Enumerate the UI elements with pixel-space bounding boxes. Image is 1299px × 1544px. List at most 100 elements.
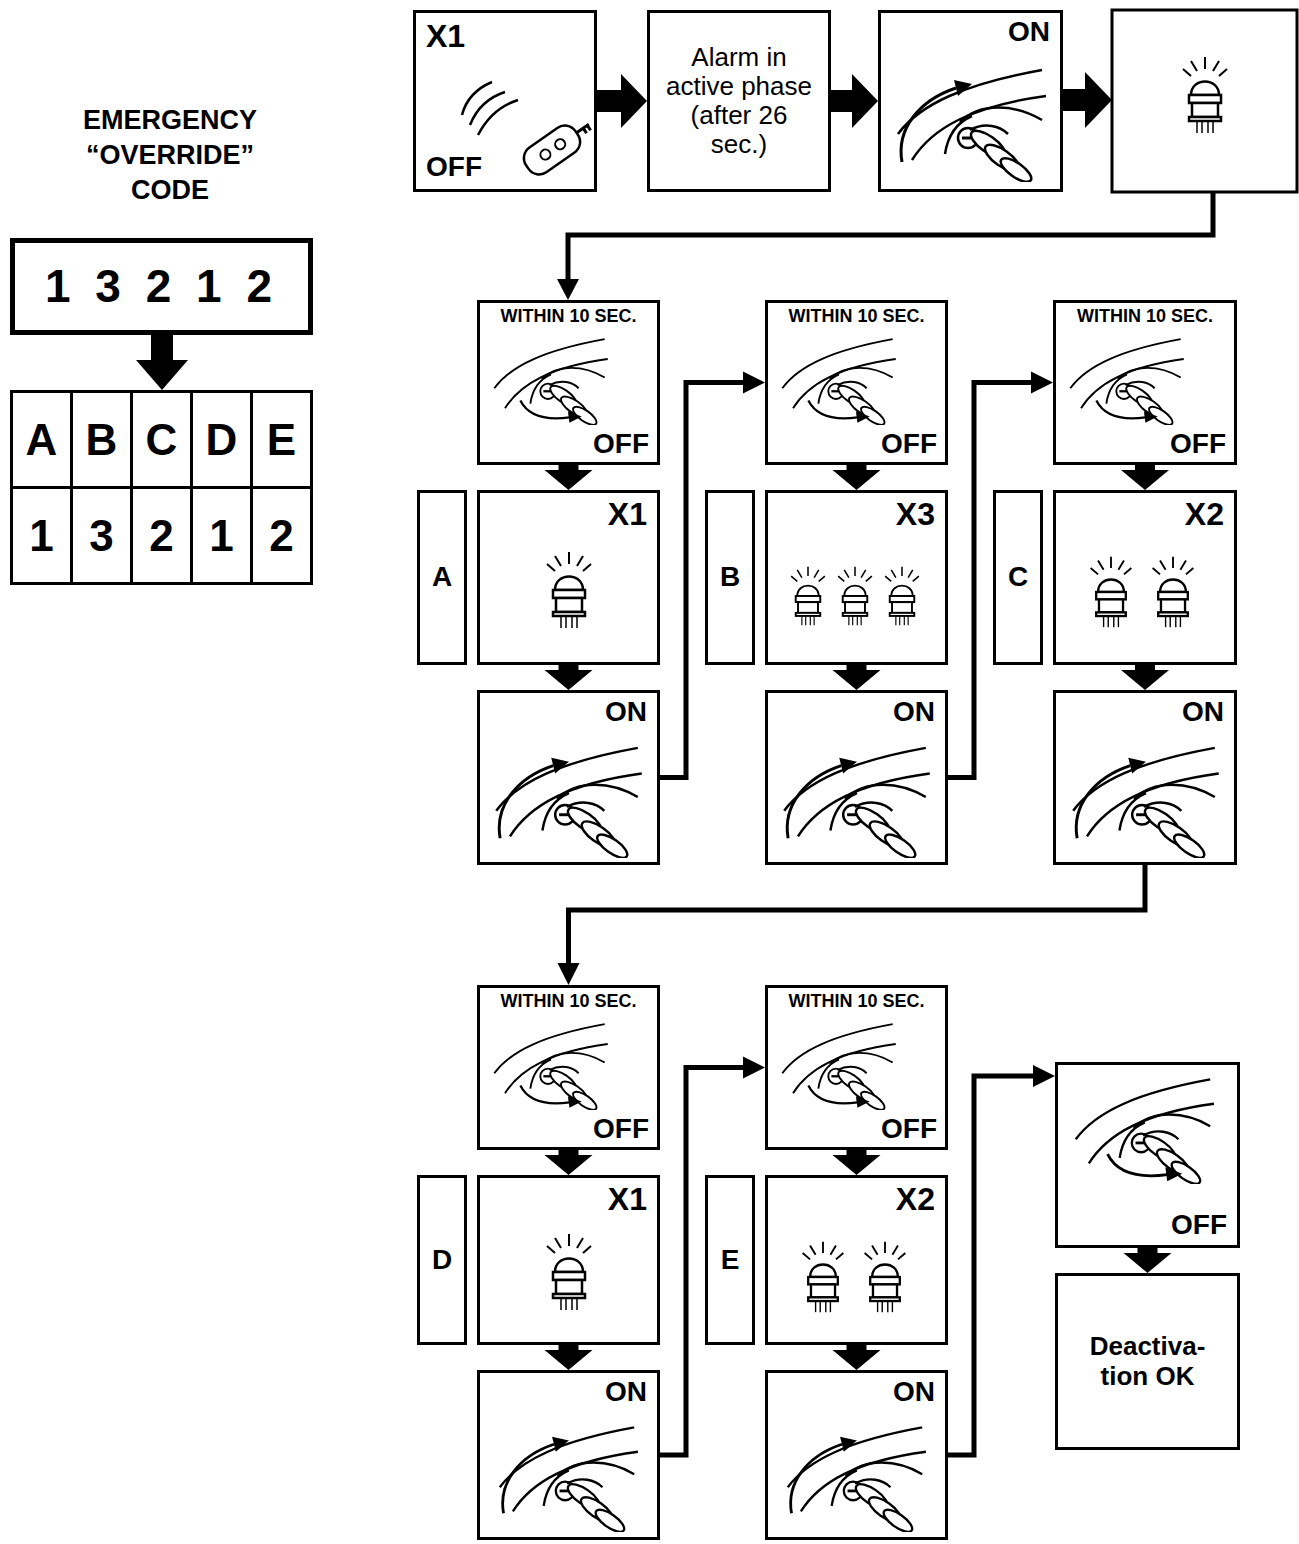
- table-cell: 1: [193, 489, 250, 582]
- led-icon: [803, 1242, 844, 1312]
- key-on-illustration: [496, 748, 642, 862]
- key-on-illustration: [500, 1427, 638, 1535]
- key-off-box: WITHIN 10 SEC.OFF: [1053, 300, 1237, 465]
- led-icon: [791, 567, 825, 625]
- key-on-box: ON: [1053, 690, 1237, 865]
- connector-line: [831, 90, 854, 112]
- table-cell: 3: [73, 489, 130, 582]
- arrow-head: [545, 670, 593, 690]
- key-off-box: WITHIN 10 SEC. OFF: [477, 300, 660, 465]
- arrow-head: [1121, 470, 1169, 490]
- box-label: WITHIN 10 SEC.: [500, 307, 636, 327]
- key-on-illustration: [788, 1427, 926, 1535]
- box-label: X1: [608, 1182, 647, 1217]
- arrow-head: [1121, 670, 1169, 690]
- arrow-head: [833, 1155, 881, 1175]
- flow-connector: [833, 1150, 881, 1175]
- flow-connector: [545, 665, 593, 690]
- box-label: OFF: [881, 1114, 937, 1145]
- box-label: ON: [605, 697, 647, 728]
- connector-line: [569, 865, 1146, 965]
- flash-count-box: X3: [765, 490, 948, 665]
- led-icon: [1153, 557, 1194, 627]
- key-on-box: ON: [765, 690, 948, 865]
- flow-connector: [831, 74, 878, 128]
- arrow-head: [833, 670, 881, 690]
- box-label: X2: [1185, 497, 1224, 532]
- box-label: ON: [893, 1377, 935, 1408]
- art-circle: [538, 148, 552, 162]
- diagram-title: EMERGENCY “OVERRIDE” CODE: [70, 103, 270, 208]
- led-box: [1112, 10, 1297, 192]
- led-icon: [838, 567, 872, 625]
- flow-connector: [597, 74, 647, 128]
- table-cell: 1: [13, 489, 70, 582]
- key-off-illustration: [494, 339, 607, 428]
- box-label: A: [432, 562, 452, 593]
- digit-tag: E: [705, 1175, 755, 1345]
- box-label: OFF: [426, 152, 482, 183]
- arrow-head: [1031, 372, 1053, 394]
- flow-connector: [660, 1057, 765, 1456]
- flow-connector: [948, 1065, 1055, 1455]
- flow-connector: [833, 665, 881, 690]
- arrow-head: [833, 1350, 881, 1370]
- process-box: Alarm in active phase (after 26 sec.): [647, 10, 831, 192]
- arrow-head: [545, 1155, 593, 1175]
- table-cell: D: [193, 393, 250, 486]
- flow-connector: [948, 372, 1053, 778]
- box-label: X3: [896, 497, 935, 532]
- key-on-box: ON: [477, 690, 660, 865]
- connector-line: [660, 1068, 745, 1456]
- digit-tag: D: [417, 1175, 467, 1345]
- flow-connector: [833, 465, 881, 490]
- key-on-illustration: [784, 748, 930, 862]
- box-label: D: [432, 1245, 452, 1276]
- table-cell: A: [13, 393, 70, 486]
- box-label: WITHIN 10 SEC.: [788, 992, 924, 1012]
- led-icon: [885, 567, 919, 625]
- flash-count-box: X1: [477, 490, 660, 665]
- box-label: ON: [1182, 697, 1224, 728]
- key-on-illustration: [898, 70, 1046, 186]
- box-label: C: [1008, 562, 1028, 593]
- box-label: OFF: [593, 1114, 649, 1145]
- block-arrow: [1063, 89, 1087, 111]
- box-label: ON: [1008, 17, 1050, 48]
- key-off-box: WITHIN 10 SEC. OFF: [765, 985, 948, 1150]
- box-label: X1: [426, 19, 465, 54]
- block-arrow: [1085, 72, 1112, 128]
- key-on-illustration: [1073, 748, 1219, 862]
- flash-count-box: X1: [477, 1175, 660, 1345]
- box-label: OFF: [1170, 429, 1226, 460]
- flow-connector: [545, 1150, 593, 1175]
- connector-line: [948, 383, 1033, 778]
- led-icon: [865, 1242, 906, 1312]
- table-cell: 2: [133, 489, 190, 582]
- box-label: WITHIN 10 SEC.: [500, 992, 636, 1012]
- arrow-head: [558, 963, 580, 985]
- key-on-box: ON: [477, 1370, 660, 1540]
- key-off-box: WITHIN 10 SEC. OFF: [477, 985, 660, 1150]
- flow-connector: [660, 372, 765, 778]
- key-off-illustration: [1070, 339, 1183, 428]
- key-on-box: ON: [765, 1370, 948, 1540]
- key-off-box: WITHIN 10 SEC.OFF: [765, 300, 948, 465]
- box-label: WITHIN 10 SEC.: [788, 307, 924, 327]
- box-label: OFF: [593, 429, 649, 460]
- table-cell: B: [73, 393, 130, 486]
- flow-connector: [558, 865, 1146, 985]
- arrow-head: [852, 74, 878, 128]
- led-icon: [547, 552, 591, 628]
- box-label: ON: [893, 697, 935, 728]
- box-label: ON: [605, 1377, 647, 1408]
- flash-count-box: X2: [1053, 490, 1237, 665]
- led-icon: [1183, 57, 1227, 133]
- led-icon: [1091, 557, 1132, 627]
- box-label: X2: [896, 1182, 935, 1217]
- arrow-head: [1124, 1253, 1172, 1273]
- art-path: [577, 124, 593, 138]
- box-label: OFF: [1171, 1210, 1227, 1241]
